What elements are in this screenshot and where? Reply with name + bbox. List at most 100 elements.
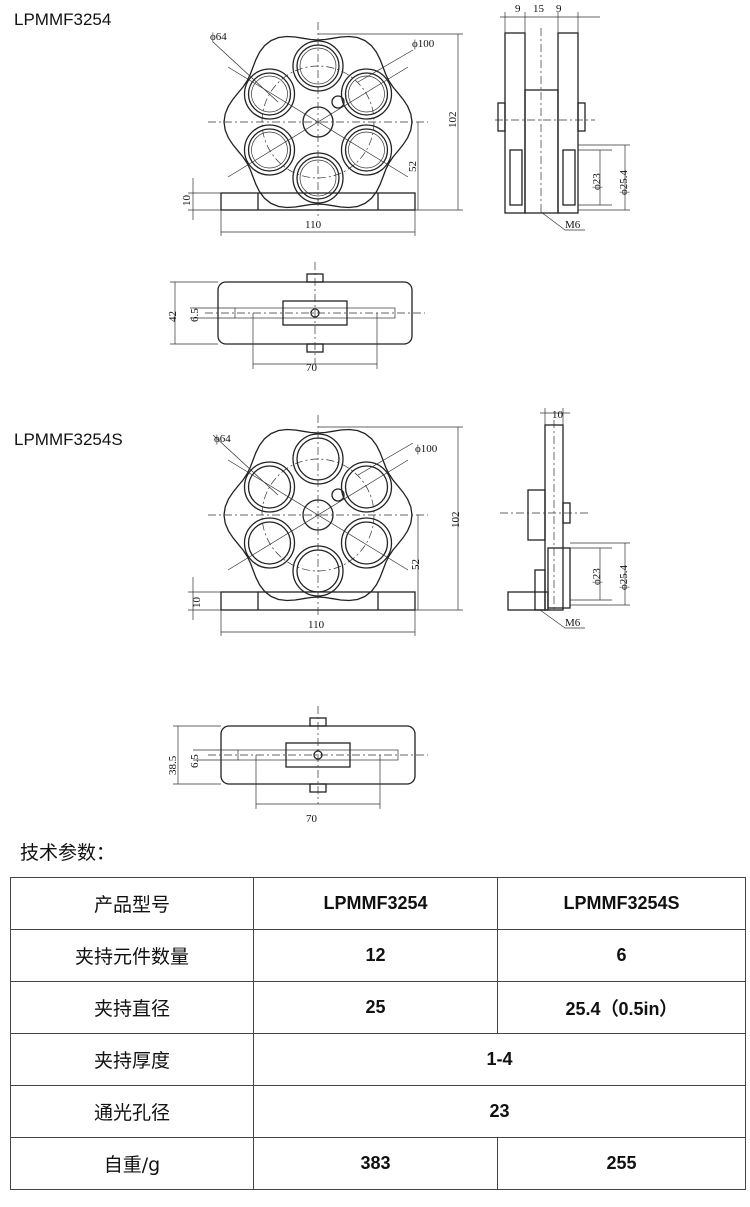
row-label: 夹持元件数量	[10, 929, 254, 982]
optic-mount	[247, 521, 292, 565]
dim-center-height-2: 52	[410, 559, 422, 570]
cell-model-a: LPMMF3254	[253, 877, 498, 930]
dim-thread-1: M6	[565, 219, 581, 231]
row-label: 夹持直径	[10, 981, 254, 1034]
dim-depth-2: 38.5	[167, 755, 179, 775]
dim-side-thickness-2: 10	[552, 409, 564, 421]
dim-center-height-1: 52	[407, 161, 419, 172]
table-row: 产品型号 LPMMF3254 LPMMF3254S	[10, 877, 746, 930]
drawing-line	[212, 434, 279, 496]
optic-mount	[344, 72, 389, 116]
table-row: 夹持直径 25 25.4（0.5in）	[10, 981, 746, 1034]
base-plate	[220, 192, 416, 211]
optic-mount	[344, 521, 389, 565]
table-row: 通光孔径 23	[10, 1085, 746, 1138]
drawing-line	[227, 459, 409, 571]
side-view-2	[500, 408, 630, 629]
dim-side-mid-1: 15	[533, 3, 545, 15]
dim-base-2: 10	[191, 597, 203, 609]
knob	[497, 102, 506, 132]
index-hole	[331, 488, 345, 502]
model-label-1: LPMMF3254	[14, 10, 112, 29]
dim-depth-1: 42	[167, 311, 179, 322]
dim-d100-2: ϕ100	[415, 443, 438, 455]
optic-mount	[243, 517, 296, 569]
front-view-2	[188, 415, 463, 636]
front-view-1	[188, 22, 463, 236]
table-row: 自重/g 383 255	[10, 1137, 746, 1190]
optic-mount	[340, 124, 393, 176]
specs-title: 技术参数：	[20, 842, 116, 864]
dim-side-right-1: 9	[556, 3, 562, 15]
optic-stack	[562, 149, 576, 206]
dim-slot-1: 6.5	[189, 308, 201, 322]
row-label: 产品型号	[10, 877, 254, 930]
optic-mount	[344, 128, 389, 172]
dim-d64-1: ϕ64	[210, 31, 227, 43]
optic-aperture	[251, 131, 288, 169]
row-label: 夹持厚度	[10, 1033, 254, 1086]
row-label: 通光孔径	[10, 1085, 254, 1138]
dim-side-left-1: 9	[515, 3, 521, 15]
optic-mount	[344, 465, 389, 509]
cell-value-a: 12	[253, 929, 498, 982]
side-view-1	[495, 12, 630, 231]
bottom-view-1	[170, 262, 425, 369]
dim-width-2: 110	[308, 619, 325, 631]
drawing-line	[227, 66, 409, 178]
optic-stack	[509, 149, 523, 206]
dim-d64-2: ϕ64	[214, 433, 231, 445]
optic-mount	[247, 465, 292, 509]
cell-value-shared: 23	[253, 1085, 746, 1138]
dim-width-1: 110	[305, 219, 322, 231]
index-hole	[331, 95, 345, 109]
cell-value-a: 383	[253, 1137, 498, 1190]
model-label-2: LPMMF3254S	[14, 430, 123, 449]
row-label: 自重/g	[10, 1137, 254, 1190]
cell-value-shared: 1-4	[253, 1033, 746, 1086]
dim-thread-2: M6	[565, 617, 581, 629]
base-plate	[220, 591, 416, 611]
dim-slot-2: 6.5	[189, 754, 201, 768]
cell-value-b: 255	[497, 1137, 746, 1190]
dim-mount-1: ϕ25.4	[618, 169, 630, 195]
dim-d100-1: ϕ100	[412, 38, 435, 50]
dim-bottom-width-2: 70	[306, 813, 318, 825]
cell-model-b: LPMMF3254S	[497, 877, 746, 930]
dim-bottom-width-1: 70	[306, 362, 318, 374]
cell-value-b: 25.4（0.5in）	[497, 981, 746, 1034]
dim-aperture-2: ϕ23	[591, 568, 603, 585]
optic-aperture	[299, 47, 337, 85]
optic-stack	[547, 547, 571, 609]
dim-base-1: 10	[181, 195, 193, 207]
specs-table: 产品型号 LPMMF3254 LPMMF3254S 夹持元件数量 12 6 夹持…	[10, 877, 746, 1190]
optic-mount	[340, 68, 393, 120]
optic-mount	[340, 461, 393, 513]
drawing-line	[357, 49, 414, 83]
drawing-line	[212, 41, 279, 103]
bottom-view-2	[173, 706, 428, 809]
dim-height-2: 102	[450, 512, 462, 529]
drawing-line	[539, 609, 566, 629]
dim-aperture-1: ϕ23	[591, 173, 603, 190]
dim-mount-2: ϕ25.4	[618, 564, 630, 590]
side-core	[527, 489, 546, 541]
screw	[534, 569, 546, 611]
drawing-line	[357, 442, 414, 476]
optic-aperture	[348, 75, 385, 113]
optic-mount	[243, 124, 296, 176]
optic-aperture	[348, 131, 385, 169]
drawing-line	[540, 211, 566, 231]
side-core	[524, 89, 559, 214]
cell-value-b: 6	[497, 929, 746, 982]
optic-mount	[243, 68, 296, 120]
optic-aperture	[251, 75, 288, 113]
cell-value-a: 25	[253, 981, 498, 1034]
knob	[577, 102, 586, 132]
dim-height-1: 102	[447, 112, 459, 129]
optic-mount	[340, 517, 393, 569]
table-row: 夹持厚度 1-4	[10, 1033, 746, 1086]
optic-mount	[243, 461, 296, 513]
optic-aperture	[299, 159, 337, 197]
technical-drawings: ϕ64 ϕ100 102 52 10 110 9 15 9 ϕ23 ϕ25.4 …	[167, 3, 630, 825]
